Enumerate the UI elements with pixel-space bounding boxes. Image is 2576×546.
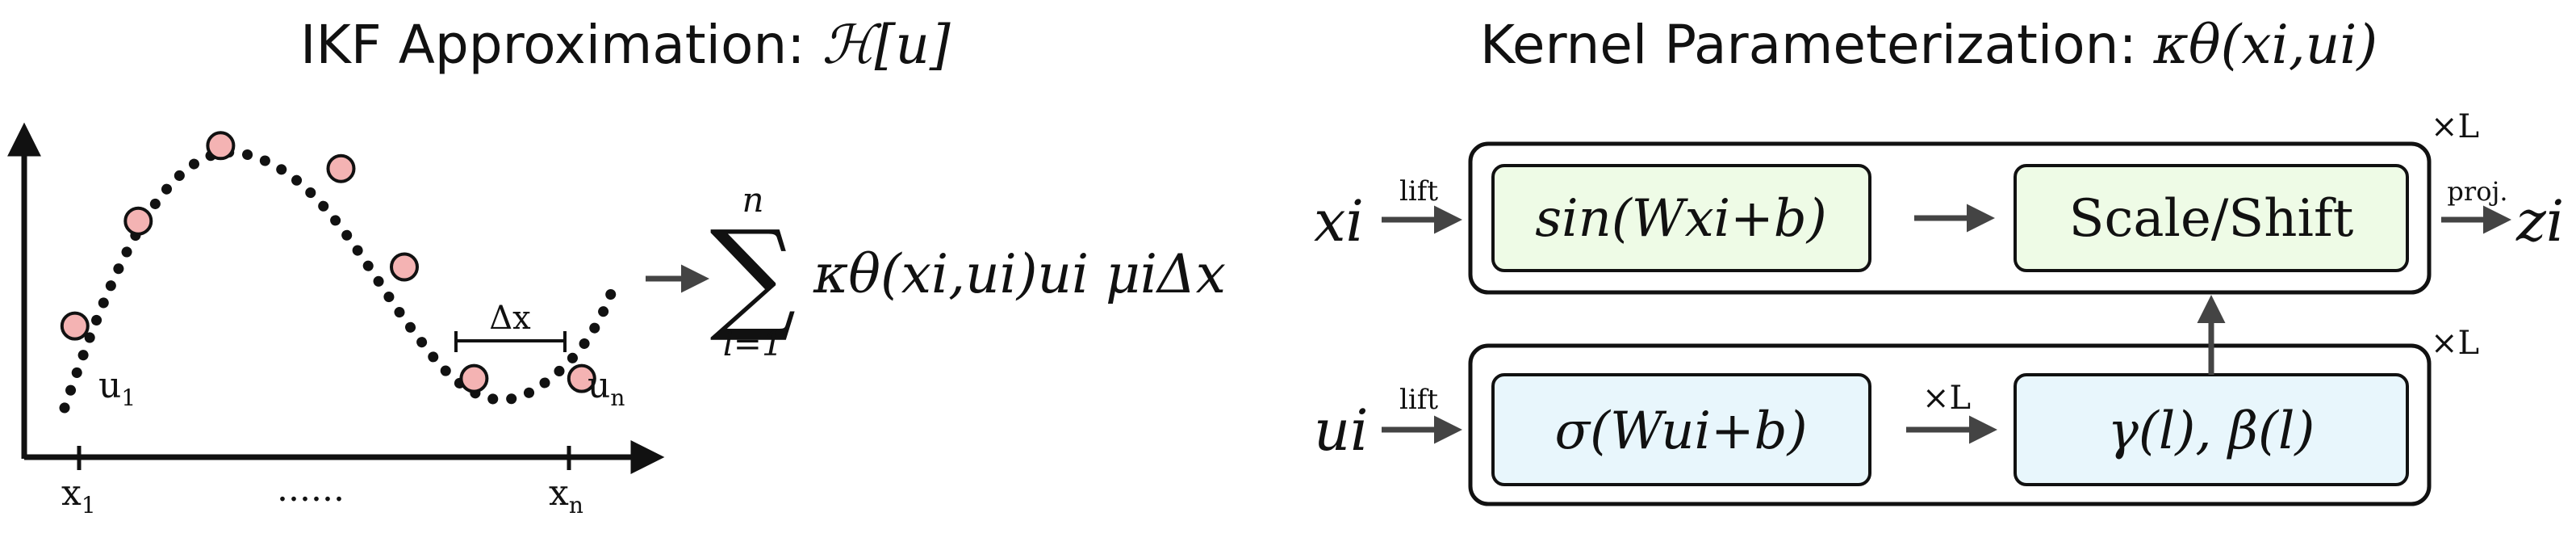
lift-label-bottom: lift: [1399, 384, 1438, 416]
gamma-beta-label: γ(l), β(l): [2108, 401, 2315, 461]
sum-lower: i=1: [722, 324, 783, 363]
u-branch-container: [1468, 343, 2432, 506]
label-un: un: [588, 365, 625, 411]
sigma-block-label: σ(Wui+b): [1554, 401, 1807, 461]
label-dots: ......: [277, 468, 345, 510]
delta-x-label: Δx: [489, 300, 531, 337]
input-u: ui: [1314, 397, 1368, 464]
output-z: zi: [2515, 188, 2564, 254]
sample-point-6: [459, 363, 489, 393]
sample-point-3: [206, 131, 236, 161]
sample-point-4: [326, 153, 356, 183]
left-title-text: IKF Approximation:: [300, 14, 822, 76]
scale-shift-label: Scale/Shift: [2069, 189, 2354, 249]
sum-symbol: ∑: [709, 205, 796, 346]
right-panel: Kernel Parameterization: κθ(xi,ui) ×L ×L…: [1314, 14, 2564, 506]
label-x1: x1: [61, 472, 96, 519]
function-curve: [59, 147, 621, 414]
delta-x-bracket: Δx: [454, 300, 567, 352]
sample-points: [60, 131, 596, 393]
sample-point-7: [567, 363, 596, 393]
sample-point-2: [123, 206, 153, 236]
repeat-label-bottom: ×L: [2431, 325, 2479, 362]
proj-label: proj.: [2447, 176, 2507, 207]
sample-point-5: [390, 252, 419, 282]
sum-formula: n ∑ i=1 κθ(xi,ui)ui μiΔx: [709, 180, 1225, 363]
left-panel: IKF Approximation: ℋ[u] Δx u1 un x1 ....…: [6, 14, 1226, 519]
right-title-text: Kernel Parameterization:: [1480, 14, 2154, 76]
left-title-math: ℋ[u]: [822, 14, 950, 76]
x-branch-container: [1468, 141, 2432, 295]
left-title: IKF Approximation: ℋ[u]: [300, 14, 951, 76]
lift-label-top: lift: [1399, 175, 1438, 208]
input-x: xi: [1314, 188, 1364, 254]
sin-block-label: sin(Wxi+b): [1535, 189, 1826, 249]
sigma-block: [1491, 373, 1871, 486]
repeat-label-top: ×L: [2431, 108, 2479, 145]
sample-point-1: [60, 311, 90, 341]
scale-shift-block: [2014, 164, 2409, 272]
right-title: Kernel Parameterization: κθ(xi,ui): [1480, 14, 2377, 76]
sum-term: κθ(xi,ui)ui μiΔx: [813, 243, 1226, 305]
repeat-label-middle: ×L: [1922, 380, 1971, 417]
label-u1: u1: [98, 365, 136, 411]
sum-upper: n: [742, 180, 763, 220]
label-xn: xn: [549, 472, 583, 519]
right-title-math: κθ(xi,ui): [2153, 14, 2377, 76]
sin-block: [1491, 164, 1871, 272]
